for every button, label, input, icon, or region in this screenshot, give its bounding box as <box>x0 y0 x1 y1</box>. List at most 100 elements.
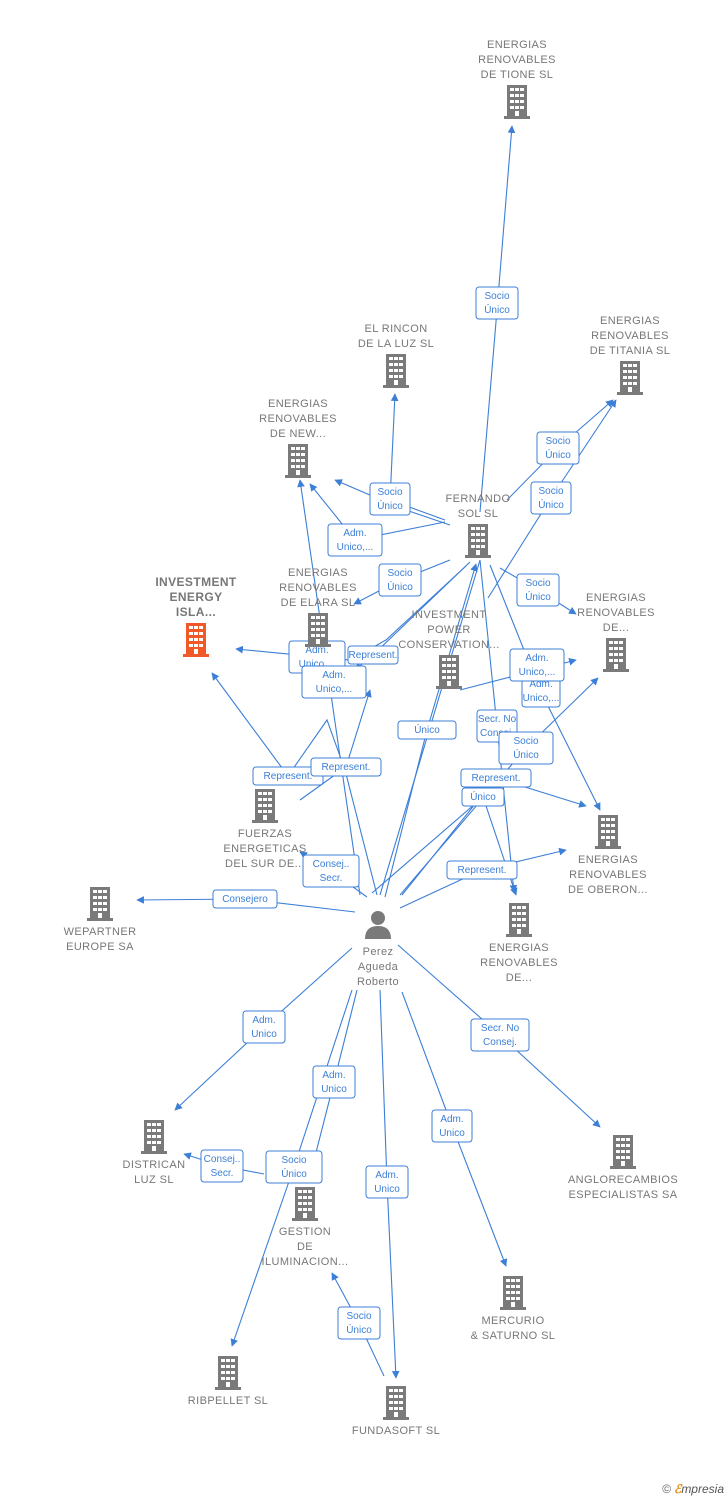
node-label: ENERGY <box>169 590 222 604</box>
relation-label-text: Único <box>525 590 551 603</box>
relation-label[interactable]: Adm.Unico <box>312 1065 356 1099</box>
relation-label-box <box>310 757 382 777</box>
building-icon <box>506 903 532 937</box>
relation-label[interactable]: Adm.Unico,... <box>509 648 565 682</box>
relation-label-box <box>530 481 572 515</box>
relation-label-box <box>347 645 399 665</box>
company-node[interactable]: ENERGIASRENOVABLESDE... <box>480 903 558 984</box>
company-node[interactable]: GESTIONDEILUMINACION... <box>262 1187 349 1268</box>
node-label: DE OBERON... <box>568 884 648 896</box>
node-label: RENOVABLES <box>569 869 647 881</box>
node-label: DE NEW... <box>270 428 326 440</box>
building-icon <box>504 85 530 119</box>
relation-label-text: Unico,... <box>519 667 556 678</box>
company-node[interactable]: MERCURIO& SATURNO SL <box>471 1276 556 1342</box>
relation-label[interactable]: Adm.Unico,... <box>521 674 561 708</box>
relation-label-box <box>509 648 565 682</box>
relation-label-text: Represent. <box>322 762 371 773</box>
relation-label[interactable]: Adm.Unico <box>431 1109 473 1143</box>
company-node[interactable]: INVESTMENTPOWERCONSERVATION... <box>398 609 499 689</box>
relation-label[interactable]: Represent. <box>347 645 399 665</box>
relation-label[interactable]: Adm.Unico,... <box>327 523 383 557</box>
company-node[interactable]: ENERGIAS RENOVABLES DE OBERON... <box>568 815 648 896</box>
relation-label-text: Consej. <box>483 1037 517 1048</box>
building-icon <box>610 1135 636 1169</box>
relation-label[interactable]: Único <box>397 720 457 740</box>
relation-label[interactable]: Adm.Unico <box>365 1165 409 1199</box>
relation-label-box <box>460 768 532 788</box>
relation-label[interactable]: Consej..Secr. <box>302 854 360 888</box>
relation-label-text: Consej. <box>480 728 514 739</box>
relation-label-box <box>212 889 278 909</box>
node-label: FERNANDO <box>446 493 511 505</box>
node-label: DISTRICAN <box>123 1159 186 1171</box>
footer-brand[interactable]: ©ℰmpresia <box>662 1482 724 1496</box>
relation-label-text: Secr. <box>211 1168 234 1179</box>
relation-label-text: Adm. <box>305 645 328 656</box>
relation-label-text: Unico,... <box>523 693 560 704</box>
relation-label-text: Único <box>387 580 413 593</box>
node-label: ENERGIAS <box>487 39 547 51</box>
relation-label-box <box>200 1149 244 1183</box>
relation-label-box <box>365 1165 409 1199</box>
building-icon <box>183 623 209 657</box>
relation-label-box <box>470 1018 530 1052</box>
company-node[interactable]: INVESTMENTENERGYISLA... <box>155 575 237 657</box>
relation-label-box <box>446 860 518 880</box>
relation-label-text: Socio <box>281 1155 306 1166</box>
relation-label[interactable]: Consej..Secr. <box>200 1149 244 1183</box>
company-node[interactable]: RIBPELLET SL <box>188 1356 268 1407</box>
node-label: DE ELARA SL <box>281 597 356 609</box>
relation-label[interactable]: Represent. <box>310 757 382 777</box>
relation-label-box <box>378 563 422 597</box>
company-node[interactable]: FUNDASOFT SL <box>352 1386 440 1437</box>
node-label: ANGLORECAMBIOS <box>568 1174 678 1186</box>
relation-label-box <box>431 1109 473 1143</box>
relation-label[interactable]: Único <box>461 787 505 807</box>
relation-label[interactable]: Consejero <box>212 889 278 909</box>
building-icon <box>595 815 621 849</box>
node-label: POWER <box>427 624 471 636</box>
node-label: Agueda <box>358 961 399 973</box>
empresia-logo: ℰmpresia <box>674 1482 724 1496</box>
relation-label-text: Socio <box>545 436 570 447</box>
company-node[interactable]: ENERGIASRENOVABLESDE... <box>577 592 655 672</box>
relation-label[interactable]: Represent. <box>446 860 518 880</box>
node-label: ENERGIAS <box>578 854 638 866</box>
node-label: INVESTMENT <box>412 609 487 621</box>
node-label: DE <box>297 1241 313 1253</box>
building-icon <box>465 524 491 558</box>
relation-edge <box>211 672 378 896</box>
relation-label-text: Adm. <box>322 670 345 681</box>
relation-label-text: Único <box>346 1323 372 1336</box>
relation-label[interactable]: Adm.Unico <box>242 1010 286 1044</box>
relation-label-text: Unico <box>374 1184 400 1195</box>
relation-label-box <box>312 1065 356 1099</box>
relation-label[interactable]: Represent. <box>460 768 532 788</box>
relation-label[interactable]: Adm.Unico,... <box>301 665 367 699</box>
node-label: ENERGIAS <box>586 592 646 604</box>
